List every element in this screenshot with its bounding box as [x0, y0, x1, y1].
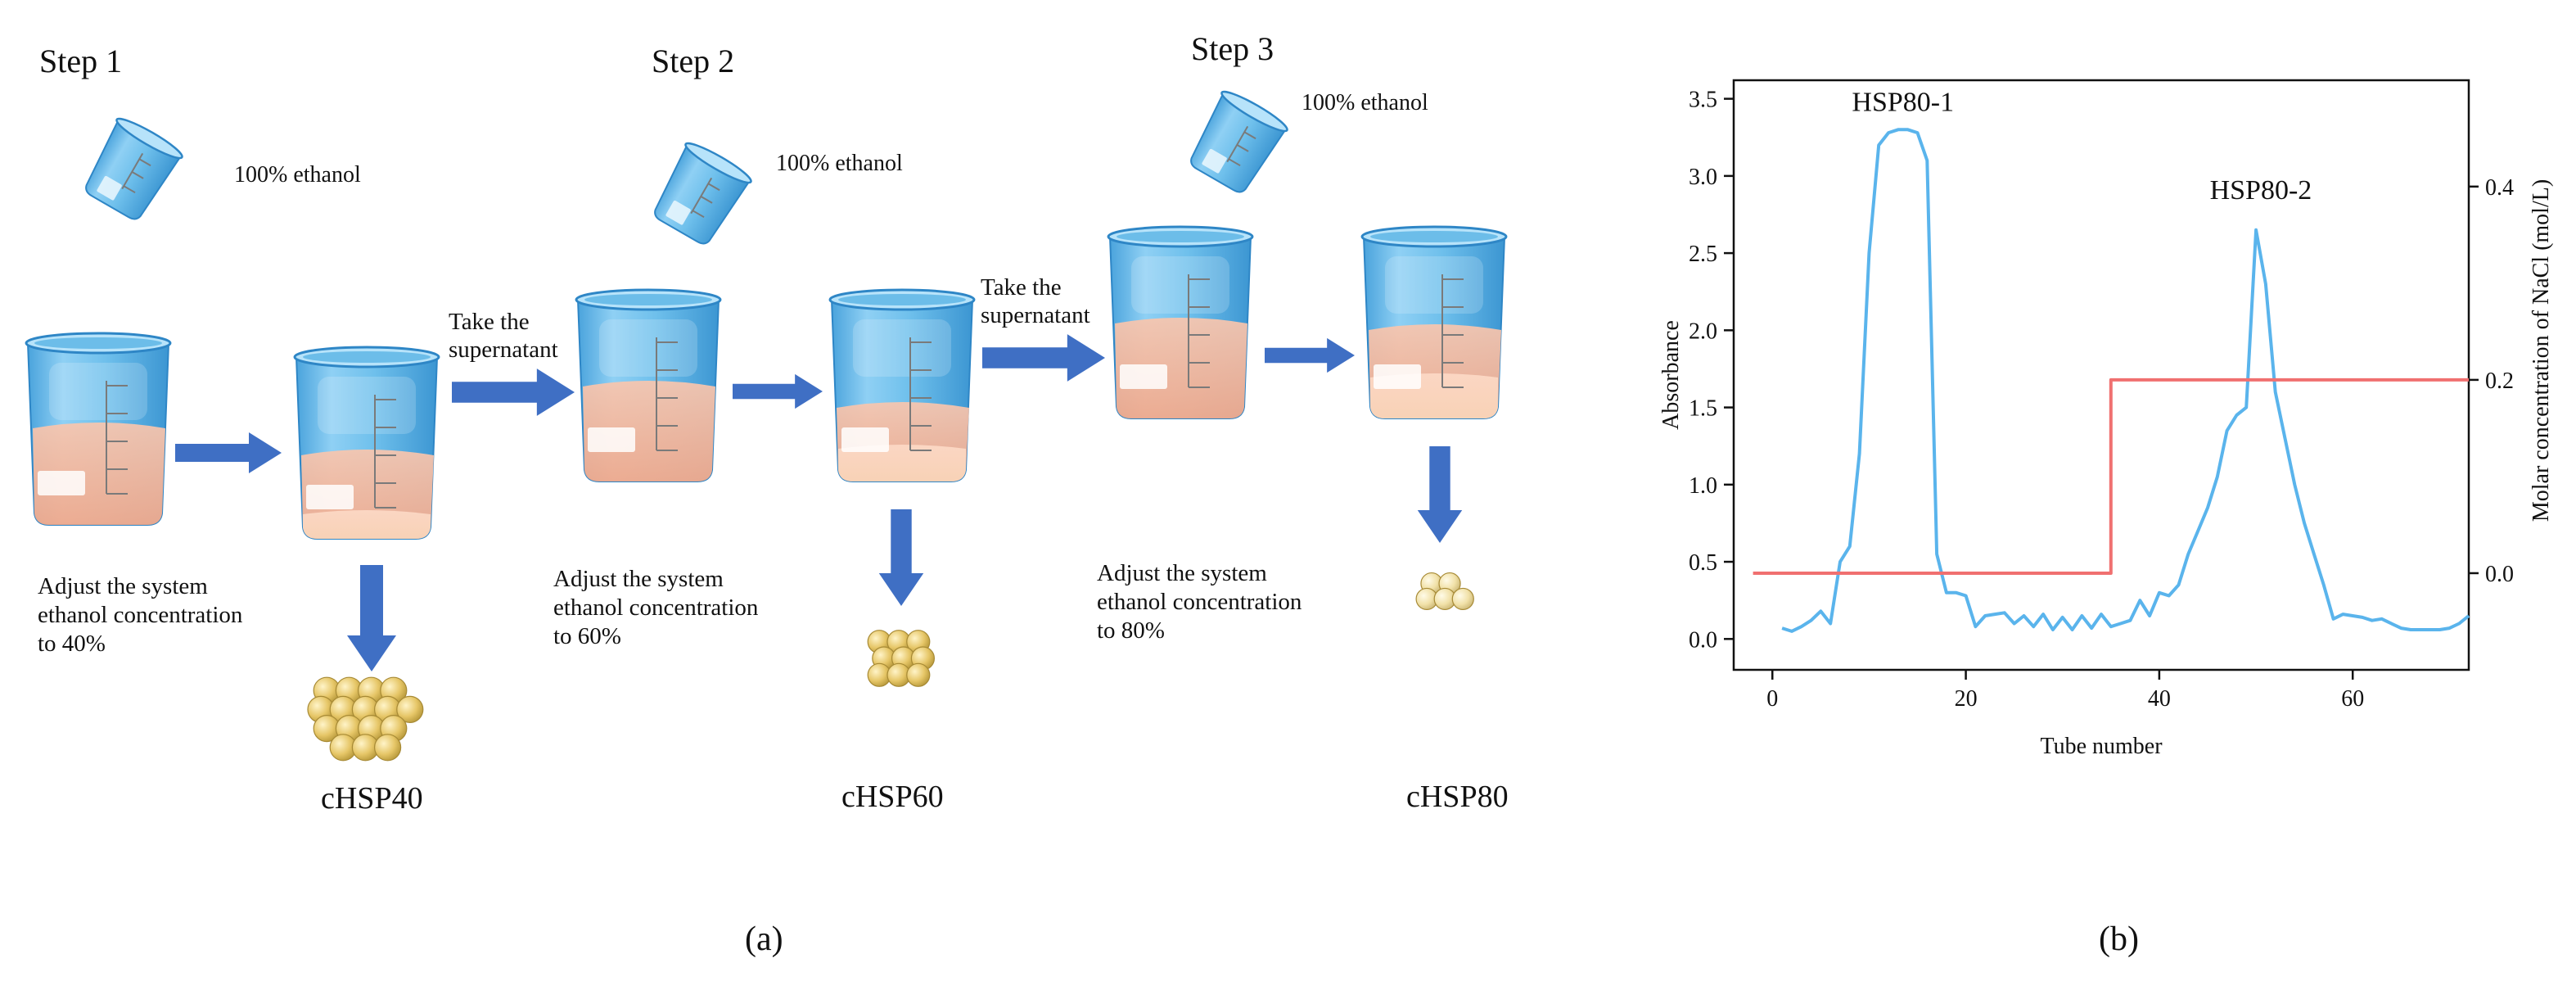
beaker-step1-mixture — [25, 332, 172, 527]
peak-label: HSP80-1 — [1852, 88, 1954, 118]
instruction-line: ethanol concentration — [38, 602, 243, 628]
step1-title: Step 1 — [39, 43, 122, 79]
instruction-line: to 80% — [1097, 617, 1165, 644]
plot-frame — [1732, 79, 2470, 671]
arrow-right-icon — [175, 432, 282, 473]
beaker-step3-mixture — [1107, 225, 1254, 420]
pellet-cluster-60-icon — [867, 630, 936, 687]
nacl-gradient-line — [1753, 377, 2469, 575]
arrow-down-icon — [1417, 446, 1463, 543]
pellet-bead — [1451, 587, 1474, 611]
transfer-label-line: Take the — [449, 309, 530, 335]
y-tick-label: 0.0 — [1689, 627, 1717, 653]
step1-instruction: Adjust the system ethanol concentration … — [38, 573, 249, 657]
y-tick-label: 3.0 — [1689, 165, 1717, 190]
arrow-down-icon — [878, 509, 924, 606]
pellet-cluster-40-icon — [307, 676, 424, 762]
y2-tick-label: 0.2 — [2485, 368, 2514, 394]
panel-a-flowchart: Step 1 Step 2 Step 3 100% ethanol 100% e… — [25, 30, 1509, 958]
instruction-line: ethanol concentration — [553, 594, 759, 621]
instruction-line: to 60% — [553, 623, 621, 649]
transfer-label-line: Take the — [981, 274, 1062, 301]
product-label-chsp80: cHSP80 — [1406, 780, 1509, 814]
peak-label: HSP80-2 — [2210, 175, 2312, 206]
axis-ticks: 0 20 40 60 0.0 0.5 1.0 1.5 2.0 2.5 3.0 3.5 0.0 0.2 0.4 — [1689, 88, 2514, 712]
y2-axis-label: Molar concentration of NaCl (mol/L) — [2529, 179, 2554, 522]
x-axis-label: Tube number — [2040, 734, 2163, 759]
transfer-label-2: Take the supernatant — [981, 274, 1090, 328]
step2-title: Step 2 — [652, 43, 734, 79]
product-label-chsp40: cHSP40 — [321, 781, 423, 816]
instruction-line: Adjust the system — [38, 573, 208, 599]
y-tick-label: 2.0 — [1689, 319, 1717, 344]
beaker-step1-result — [293, 346, 440, 540]
ethanol-beaker-icon — [1181, 85, 1292, 200]
arrow-right-icon — [452, 368, 575, 416]
panel-b-label: (b) — [2099, 920, 2139, 958]
step3-title: Step 3 — [1191, 30, 1274, 67]
pellet-bead — [906, 662, 931, 687]
y-tick-label: 0.5 — [1689, 550, 1717, 576]
step3-ethanol-label: 100% ethanol — [1302, 90, 1428, 115]
arrow-right-icon — [982, 334, 1105, 382]
instruction-line: to 40% — [38, 631, 106, 657]
transfer-label-line: supernatant — [449, 337, 558, 363]
pellet-bead — [396, 695, 424, 724]
panel-b-chart: 0 20 40 60 0.0 0.5 1.0 1.5 2.0 2.5 3.0 3.5 0.0 0.2 0.4… — [1658, 79, 2554, 958]
x-tick-label: 40 — [2148, 686, 2171, 712]
y2-tick-label: 0.4 — [2485, 175, 2514, 201]
instruction-line: Adjust the system — [553, 566, 724, 592]
chart-series — [1753, 128, 2470, 633]
pellet-bead — [374, 734, 402, 762]
arrow-right-icon — [1265, 337, 1355, 373]
arrow-right-icon — [733, 373, 823, 409]
absorbance-line — [1781, 128, 2470, 633]
arrow-down-icon — [347, 565, 396, 671]
step2-ethanol-label: 100% ethanol — [776, 151, 903, 176]
y-tick-label: 2.5 — [1689, 242, 1717, 267]
x-tick-label: 0 — [1766, 686, 1778, 712]
ethanol-beaker-icon — [645, 137, 756, 251]
beaker-step2-result — [828, 288, 976, 483]
product-label-chsp60: cHSP60 — [841, 780, 944, 814]
transfer-label-line: supernatant — [981, 302, 1090, 328]
beaker-step2-mixture — [575, 288, 722, 483]
step1-ethanol-label: 100% ethanol — [234, 162, 361, 188]
x-tick-label: 60 — [2341, 686, 2364, 712]
beaker-step3-result — [1360, 225, 1508, 420]
step3-instruction: Adjust the system ethanol concentration … — [1097, 560, 1308, 644]
instruction-line: Adjust the system — [1097, 560, 1267, 586]
transfer-label-1: Take the supernatant — [449, 309, 558, 363]
y-axis-label: Absorbance — [1658, 320, 1684, 430]
y-tick-label: 1.5 — [1689, 396, 1717, 422]
y2-tick-label: 0.0 — [2485, 562, 2514, 587]
x-tick-label: 20 — [1955, 686, 1978, 712]
pellet-cluster-80-icon — [1415, 572, 1474, 611]
step2-instruction: Adjust the system ethanol concentration … — [553, 566, 765, 649]
instruction-line: ethanol concentration — [1097, 589, 1302, 615]
panel-a-label: (a) — [745, 920, 783, 958]
ethanol-beaker-icon — [76, 112, 187, 227]
y-tick-label: 3.5 — [1689, 88, 1717, 113]
y-tick-label: 1.0 — [1689, 473, 1717, 499]
